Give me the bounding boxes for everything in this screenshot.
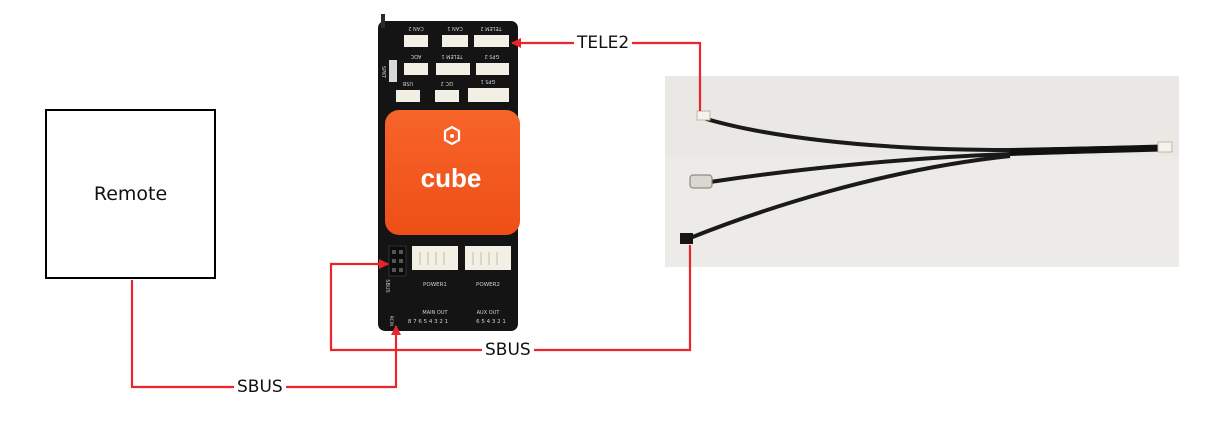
- sbus-port-label: SBUS: [384, 279, 390, 292]
- port-row-mid: ADC TELEM 1 GPS 2 SPKT: [380, 53, 509, 82]
- power2-label: POWER2: [476, 282, 500, 288]
- sbus-pin-header: SBUS: [384, 245, 407, 293]
- power1-label: POWER1: [423, 282, 447, 288]
- tele2-connector: [696, 110, 711, 121]
- plug-connector: [689, 174, 713, 189]
- aux-out-label: AUX OUT: [477, 310, 501, 316]
- antenna-icon: [381, 14, 385, 28]
- port-label-spkt: SPKT: [380, 66, 386, 79]
- rcin-label: RCIN: [388, 316, 394, 327]
- remote-box: Remote: [45, 109, 216, 279]
- sbus-label-bottom: SBUS: [234, 377, 286, 397]
- main-out-numbers: 8 7 6 5 4 3 2 1: [408, 319, 448, 325]
- remote-label: Remote: [93, 183, 168, 205]
- fc-connector: [1157, 141, 1173, 153]
- sbus-servo-connector: [680, 233, 693, 244]
- tele2-label: TELE2: [574, 33, 633, 53]
- cube-brand: cube: [421, 163, 482, 193]
- spkt-port: [389, 60, 397, 82]
- sbus-wire-remote: [130, 280, 401, 389]
- out-labels: MAIN OUT AUX OUT 8 7 6 5 4 3 2 1 6 5 4 3…: [388, 310, 506, 326]
- sbus-wire-cable: [329, 245, 692, 352]
- port-label-adc: ADC: [410, 53, 421, 59]
- port-label-gps1: GPS 1: [481, 78, 496, 84]
- port-label-can2: CAN 2: [408, 25, 423, 31]
- port-row-top: CAN 2 CAN 1 TELEM 2: [404, 25, 509, 47]
- cube-logo-icon: [443, 125, 461, 146]
- main-out-label: MAIN OUT: [422, 310, 448, 316]
- power-ports: POWER1 POWER2: [412, 246, 511, 288]
- port-label-telem2: TELEM 2: [480, 25, 502, 31]
- sbus-label-right: SBUS: [482, 340, 534, 360]
- cable-photo: [665, 76, 1179, 267]
- cube-module: cube: [385, 110, 520, 235]
- port-label-i2c2: I2C 2: [441, 80, 454, 86]
- port-label-gps2: GPS 2: [485, 53, 500, 59]
- port-label-telem1: TELEM 1: [441, 53, 463, 59]
- port-row-low: USB I2C 2 GPS 1: [396, 78, 509, 102]
- port-label-usb: USB: [402, 80, 413, 86]
- aux-out-numbers: 6 5 4 3 2 1: [476, 319, 506, 325]
- port-label-can1: CAN 1: [447, 25, 462, 31]
- flight-controller: CAN 2 CAN 1 TELEM 2 ADC TELEM 1 GPS 2 SP…: [378, 14, 520, 331]
